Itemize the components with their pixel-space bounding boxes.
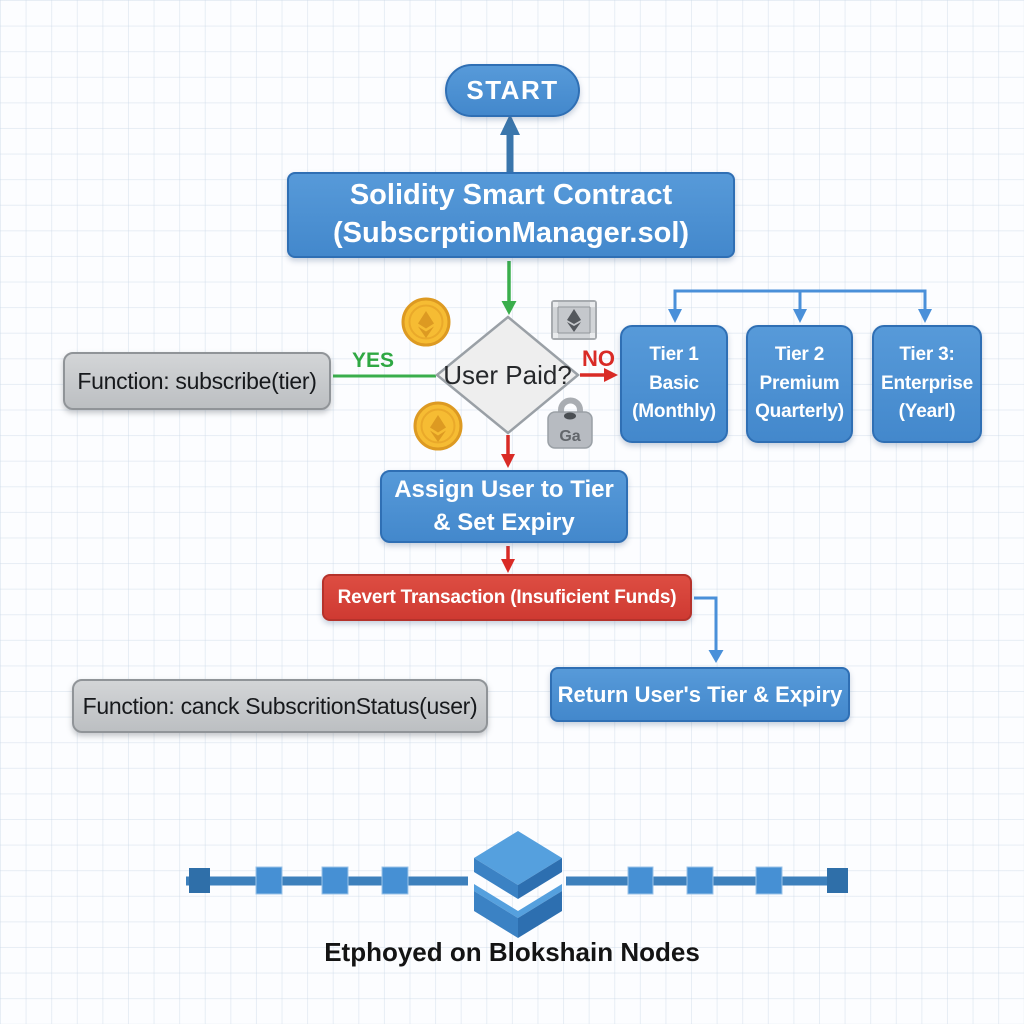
- tier1-node: Tier 1 Basic (Monthly): [620, 325, 728, 443]
- no-label: NO: [582, 346, 615, 371]
- ethereum-coin-icon: [413, 401, 463, 451]
- tier-bracket-arrows: [668, 289, 932, 323]
- ethereum-coin-icon: [401, 297, 451, 347]
- tier3-line1: Tier 3:: [899, 344, 955, 366]
- arrow-decision-to-assign: [501, 435, 515, 468]
- yes-label: YES: [352, 349, 395, 372]
- chain-node: [255, 866, 283, 895]
- decision-label: User Paid?: [443, 359, 572, 390]
- tier2-line2: Premium: [759, 372, 840, 394]
- revert-label: Revert Transaction (Insuficient Funds): [337, 586, 677, 608]
- tier2-line1: Tier 2: [774, 344, 825, 366]
- blockchain-cube-icon: [474, 831, 562, 938]
- fn-subscribe-label: Function: subscribe(tier): [77, 367, 317, 394]
- deployment-caption: Etphoyed on Blokshain Nodes: [324, 936, 700, 967]
- chain-node: [627, 866, 654, 895]
- fn-status-node: Function: canck SubscritionStatus(user): [72, 679, 488, 733]
- fn-status-label: Function: canck SubscritionStatus(user): [82, 692, 478, 719]
- fn-subscribe-node: Function: subscribe(tier): [63, 352, 331, 410]
- assign-line2: & Set Expiry: [433, 508, 575, 536]
- gas-lock-icon: Ga: [547, 397, 593, 449]
- chain-node: [686, 866, 714, 895]
- blockchain-chain: [186, 866, 848, 895]
- tier3-line3: (Yearl): [898, 401, 956, 423]
- contract-label: Solidity Smart Contract (SubscrptionMana…: [333, 177, 689, 252]
- arrow-to-start: [500, 114, 520, 174]
- chain-node: [321, 866, 349, 895]
- return-node: Return User's Tier & Expiry: [550, 667, 850, 722]
- tier1-line2: Basic: [649, 372, 699, 394]
- arrow-assign-to-revert: [501, 546, 515, 573]
- ethereum-plaque-icon: [551, 300, 597, 340]
- start-label: START: [466, 75, 559, 105]
- decision-diamond: [435, 315, 580, 435]
- tier3-line2: Enterprise: [881, 372, 973, 394]
- revert-node: Revert Transaction (Insuficient Funds): [322, 574, 692, 621]
- gas-lock-label: Ga: [559, 428, 580, 445]
- tier2-node: Tier 2 Premium Quarterly): [746, 325, 853, 443]
- return-label: Return User's Tier & Expiry: [557, 681, 843, 707]
- assign-node: Assign User to Tier & Set Expiry: [380, 470, 628, 543]
- chain-node: [755, 866, 783, 895]
- chain-node: [381, 866, 409, 895]
- contract-line2: (SubscrptionManager.sol): [332, 217, 690, 249]
- tier1-line3: (Monthly): [632, 401, 716, 423]
- tier3-node: Tier 3: Enterprise (Yearl): [872, 325, 982, 443]
- arrow-revert-to-return: [694, 596, 724, 663]
- chain-node: [827, 868, 848, 893]
- tier1-line1: Tier 1: [649, 344, 699, 366]
- contract-node: Solidity Smart Contract (SubscrptionMana…: [287, 172, 735, 258]
- start-node: START: [445, 64, 580, 117]
- assign-line1: Assign User to Tier: [394, 476, 614, 504]
- no-arrow: [580, 368, 618, 382]
- chain-node: [189, 868, 210, 893]
- assign-label: Assign User to Tier & Set Expiry: [394, 474, 614, 539]
- tier2-line3: Quarterly): [755, 401, 844, 423]
- arrow-contract-to-decision: [501, 261, 517, 315]
- contract-line1: Solidity Smart Contract: [349, 179, 673, 212]
